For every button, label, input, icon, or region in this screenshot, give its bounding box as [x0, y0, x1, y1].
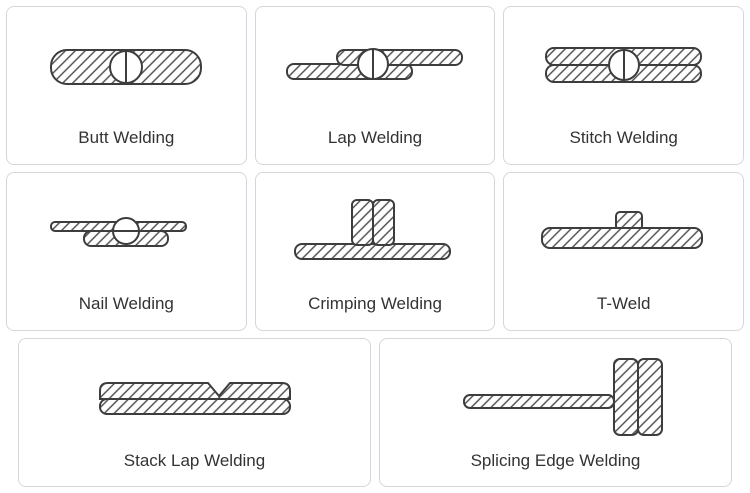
card-lap-welding: Lap Welding	[254, 6, 496, 165]
stitch-welding-label: Stitch Welding	[569, 128, 678, 148]
lap-welding-diagram-icon	[256, 7, 495, 128]
card-butt-welding: Butt Welding	[6, 6, 247, 165]
card-stack-lap-welding: Stack Lap Welding	[18, 337, 371, 487]
card-stitch-welding: Stitch Welding	[503, 6, 745, 165]
card-t-weld: T-Weld	[503, 171, 745, 331]
butt-welding-label: Butt Welding	[78, 128, 175, 148]
nail-welding-label: Nail Welding	[78, 294, 174, 314]
crimping-welding-diagram-icon	[256, 173, 495, 294]
butt-welding-diagram-icon	[7, 7, 246, 128]
crimping-welding-label: Crimping Welding	[308, 294, 442, 314]
stack-lap-welding-label: Stack Lap Welding	[123, 450, 266, 470]
card-crimping-welding: Crimping Welding	[254, 171, 496, 331]
t-weld-diagram-icon	[504, 173, 743, 294]
card-nail-welding: Nail Welding	[6, 171, 247, 331]
card-splicing-edge-welding: Splicing Edge Welding	[379, 337, 732, 487]
splicing-edge-welding-label: Splicing Edge Welding	[470, 450, 641, 470]
stitch-welding-diagram-icon	[504, 7, 743, 128]
row-1: Butt Welding Lap Welding	[6, 6, 745, 165]
row-2: Nail Welding Crimping Welding	[6, 171, 745, 331]
lap-welding-label: Lap Welding	[327, 128, 423, 148]
nail-welding-diagram-icon	[7, 173, 246, 294]
t-weld-label: T-Weld	[596, 294, 651, 314]
row-3: Stack Lap Welding Splicing Edge Welding	[6, 337, 744, 487]
stack-lap-welding-diagram-icon	[19, 339, 370, 451]
splicing-edge-welding-diagram-icon	[380, 339, 731, 451]
